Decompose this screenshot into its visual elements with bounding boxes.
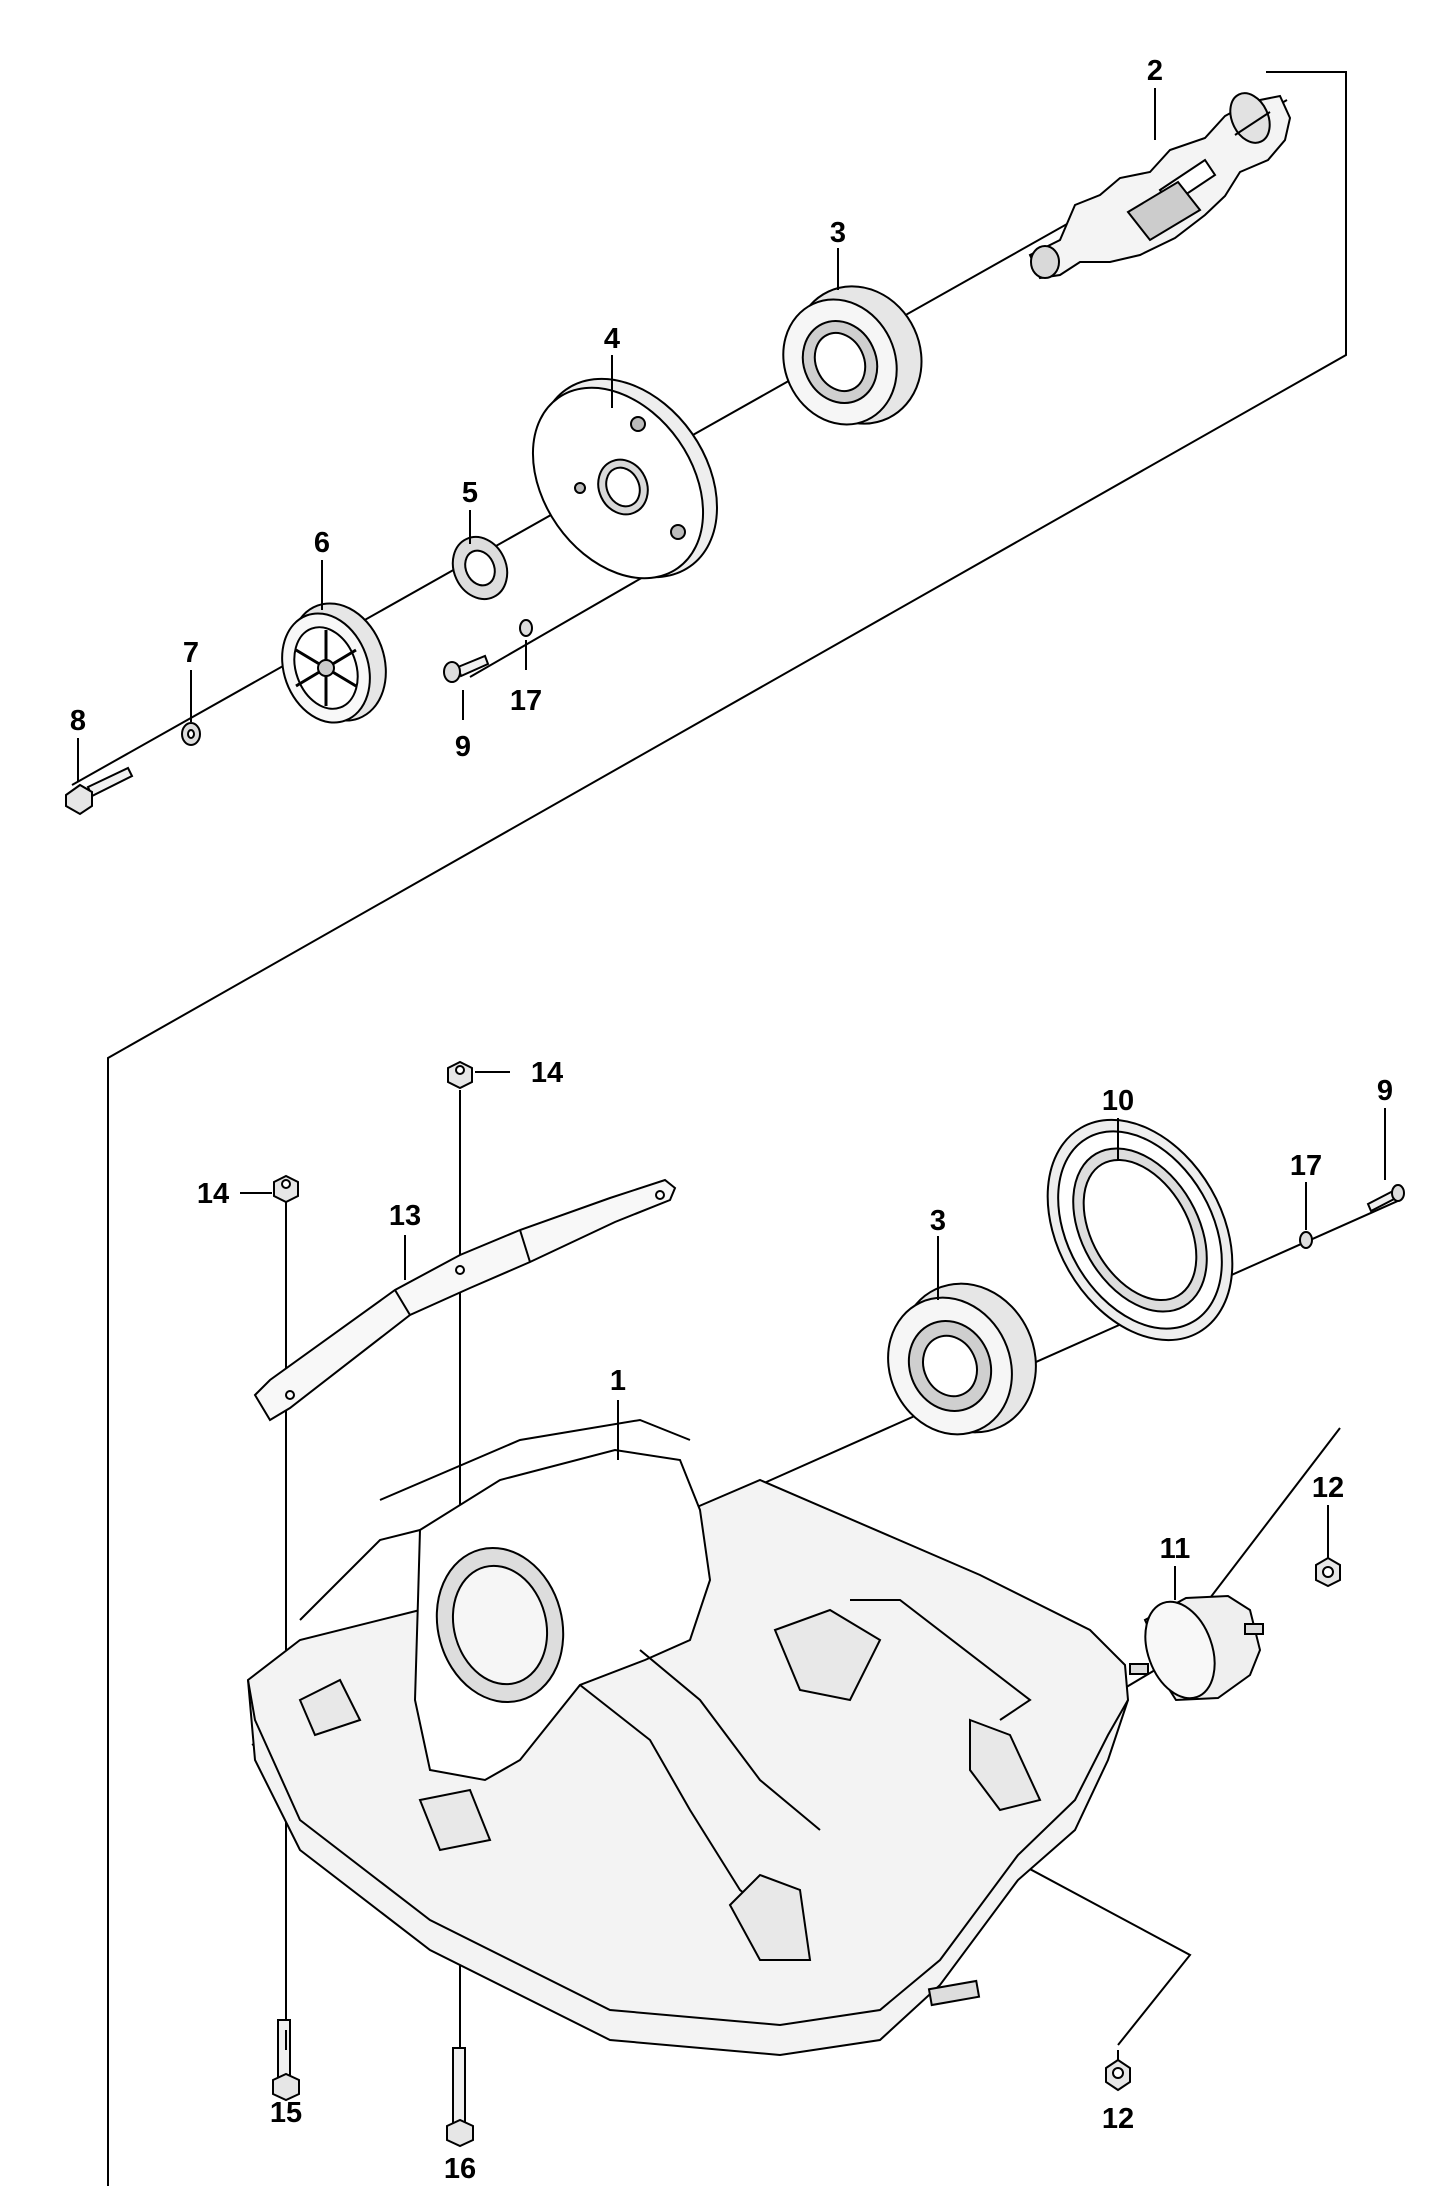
- callout-label-16: 16: [444, 2153, 476, 2185]
- callout-label-10: 10: [1102, 1085, 1134, 1117]
- bearing-part-3-lower: [866, 1261, 1060, 1455]
- callout-label-14-upper: 14: [531, 1057, 563, 1089]
- callout-label-7: 7: [183, 637, 199, 669]
- seal-part-5: [443, 528, 517, 608]
- shaft-part-2: [1030, 87, 1290, 278]
- washer-part-7: [182, 723, 200, 745]
- nut-part-14-lower: [274, 1176, 298, 1202]
- nut-part-14-upper: [448, 1062, 472, 1088]
- callout-label-12-upper: 12: [1312, 1472, 1344, 1504]
- callout-label-17-upper: 17: [510, 685, 542, 717]
- pulley-part-6: [267, 590, 401, 735]
- callout-label-6: 6: [314, 527, 330, 559]
- callout-labels: 1 2 3 3 4 5 6 7 8 9 9 10 11 12 12 13 14 …: [70, 55, 1393, 2185]
- callout-label-4: 4: [604, 323, 620, 355]
- callout-leader-lines: [77, 88, 1386, 2050]
- bolt-part-16: [447, 2048, 473, 2146]
- callout-label-1: 1: [610, 1365, 626, 1397]
- callout-label-13: 13: [389, 1200, 421, 1232]
- callout-label-3-lower: 3: [930, 1205, 946, 1237]
- callout-label-9-lower: 9: [1377, 1075, 1393, 1107]
- base-plate-housing-part-1: [248, 1420, 1128, 2055]
- screw-part-9-lower: [1368, 1185, 1404, 1211]
- callout-label-11: 11: [1160, 1533, 1191, 1565]
- ring-part-10: [1010, 1087, 1270, 1373]
- nut-part-12-lower: [1106, 2060, 1130, 2090]
- nut-part-12-upper: [1316, 1558, 1340, 1586]
- callout-label-15: 15: [270, 2097, 302, 2129]
- callout-label-3-upper: 3: [830, 217, 846, 249]
- washer-part-17-upper: [520, 620, 532, 636]
- screw-part-9-upper: [444, 656, 488, 682]
- callout-label-9-upper: 9: [455, 731, 471, 763]
- rubber-mount-part-11: [1130, 1592, 1263, 1708]
- washer-part-17-lower: [1300, 1232, 1312, 1248]
- callout-label-8: 8: [70, 705, 86, 737]
- callout-label-5: 5: [462, 477, 478, 509]
- bearing-part-3-upper: [763, 265, 944, 444]
- callout-label-2: 2: [1147, 55, 1163, 87]
- callout-label-17-lower: 17: [1290, 1150, 1322, 1182]
- cover-plate-part-4: [498, 345, 754, 611]
- bolt-part-8: [66, 768, 132, 814]
- callout-label-14-lower: 14: [197, 1178, 229, 1210]
- callout-label-12-lower: 12: [1102, 2103, 1134, 2135]
- bracket-part-13: [255, 1180, 675, 1420]
